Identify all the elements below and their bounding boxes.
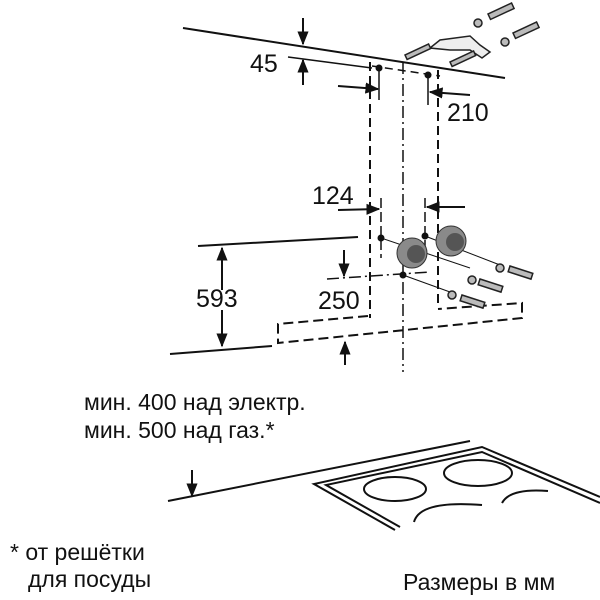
dim-45-label: 45 — [250, 50, 278, 78]
mount-hole — [377, 234, 385, 242]
dowel-icon — [507, 265, 534, 281]
dim-210-arrow-right — [428, 87, 471, 99]
mount-hole — [399, 271, 407, 279]
mount-hole — [421, 232, 429, 240]
dowel-icon — [512, 21, 541, 40]
washer-icon — [467, 275, 477, 285]
hob-burner — [501, 489, 549, 504]
dowel-icon — [487, 2, 516, 21]
min-distance-electric: мин. 400 над электр. — [84, 389, 306, 415]
dowel-icon — [449, 50, 477, 68]
dowel-icon — [404, 43, 432, 61]
fan-icon — [435, 225, 467, 257]
dim-210-label: 210 — [447, 99, 489, 127]
units-note: Размеры в мм — [403, 569, 556, 595]
hob-outer — [311, 445, 600, 531]
min-distance-gas: мин. 500 над газ.* — [84, 417, 275, 443]
dowel-icon — [477, 278, 504, 294]
washer-icon — [500, 37, 510, 47]
hob-inner — [323, 450, 600, 528]
hob-burner — [443, 459, 513, 487]
dim-124-label: 124 — [312, 182, 354, 210]
dim-210-arrow-left — [337, 82, 380, 94]
dim-593-label: 593 — [196, 285, 238, 313]
footnote-line2: для посуды — [28, 566, 152, 592]
mount-hole — [424, 71, 432, 79]
hood-outline — [277, 301, 523, 345]
hob-burner — [413, 503, 483, 523]
footnote-line1: * от решётки — [10, 539, 145, 565]
hob-burner — [363, 476, 427, 502]
ceiling-line — [182, 27, 506, 79]
mount-hole — [375, 64, 383, 72]
washer-icon — [473, 18, 483, 28]
fan-icon — [396, 237, 428, 269]
bracket-icon — [428, 35, 492, 59]
washer-icon — [447, 290, 457, 300]
worktop-line — [167, 440, 471, 502]
washer-icon — [495, 263, 505, 273]
dim-124-arrow-left — [337, 203, 381, 215]
dim-250-label: 250 — [318, 287, 360, 315]
dowel-icon — [459, 294, 486, 310]
